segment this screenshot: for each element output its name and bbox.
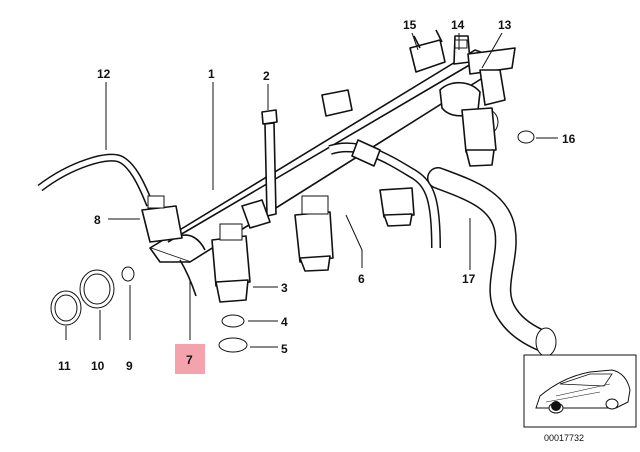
callout-4: 4 — [281, 315, 288, 329]
fuel-hose-17[interactable] — [427, 167, 557, 357]
rail-clips[interactable] — [241, 89, 353, 229]
callout-11: 11 — [58, 359, 71, 373]
seal-4[interactable] — [221, 314, 245, 328]
callout-12: 12 — [97, 67, 111, 81]
callout-5: 5 — [281, 342, 288, 356]
o-ring-9[interactable] — [121, 266, 135, 282]
o-ring-16[interactable] — [517, 130, 535, 144]
fuel-line-6[interactable] — [328, 139, 441, 249]
seal-5[interactable] — [218, 337, 248, 353]
callout-1: 1 — [208, 67, 215, 81]
ring-11[interactable] — [50, 290, 82, 326]
callout-8: 8 — [94, 213, 101, 227]
callout-15: 15 — [403, 18, 417, 32]
fuel-injector-mid-3[interactable] — [379, 187, 415, 227]
bolt-2[interactable] — [261, 109, 278, 217]
callout-2: 2 — [263, 69, 270, 83]
car-silhouette-icon — [535, 369, 631, 409]
callout-7-highlight — [175, 344, 205, 374]
callout-16: 16 — [562, 132, 576, 146]
location-dot-icon — [551, 401, 561, 411]
diagram-id: 00017732 — [544, 433, 584, 443]
rail-bracket-7[interactable] — [179, 259, 197, 297]
fuel-injector-front[interactable] — [211, 223, 251, 303]
callout-13: 13 — [498, 18, 512, 32]
ring-10[interactable] — [79, 269, 115, 309]
callout-labels: 1 2 3 4 5 6 7 8 9 10 11 12 13 14 15 16 1… — [58, 18, 576, 374]
leader-lines — [65, 32, 558, 348]
fuel-injector-rear[interactable] — [461, 107, 497, 167]
vacuum-hose-12[interactable] — [37, 153, 154, 207]
callout-17: 17 — [462, 272, 476, 286]
callout-9: 9 — [126, 359, 133, 373]
callout-10: 10 — [91, 359, 105, 373]
callout-14: 14 — [451, 18, 465, 32]
pressure-regulator-8[interactable] — [141, 195, 183, 243]
fuel-rail[interactable] — [149, 49, 509, 263]
callout-3: 3 — [281, 281, 288, 295]
vehicle-location-inset — [523, 354, 637, 428]
fuel-injector-mid-2[interactable] — [294, 195, 334, 272]
callout-7: 7 — [186, 353, 193, 367]
callout-6: 6 — [358, 272, 365, 286]
